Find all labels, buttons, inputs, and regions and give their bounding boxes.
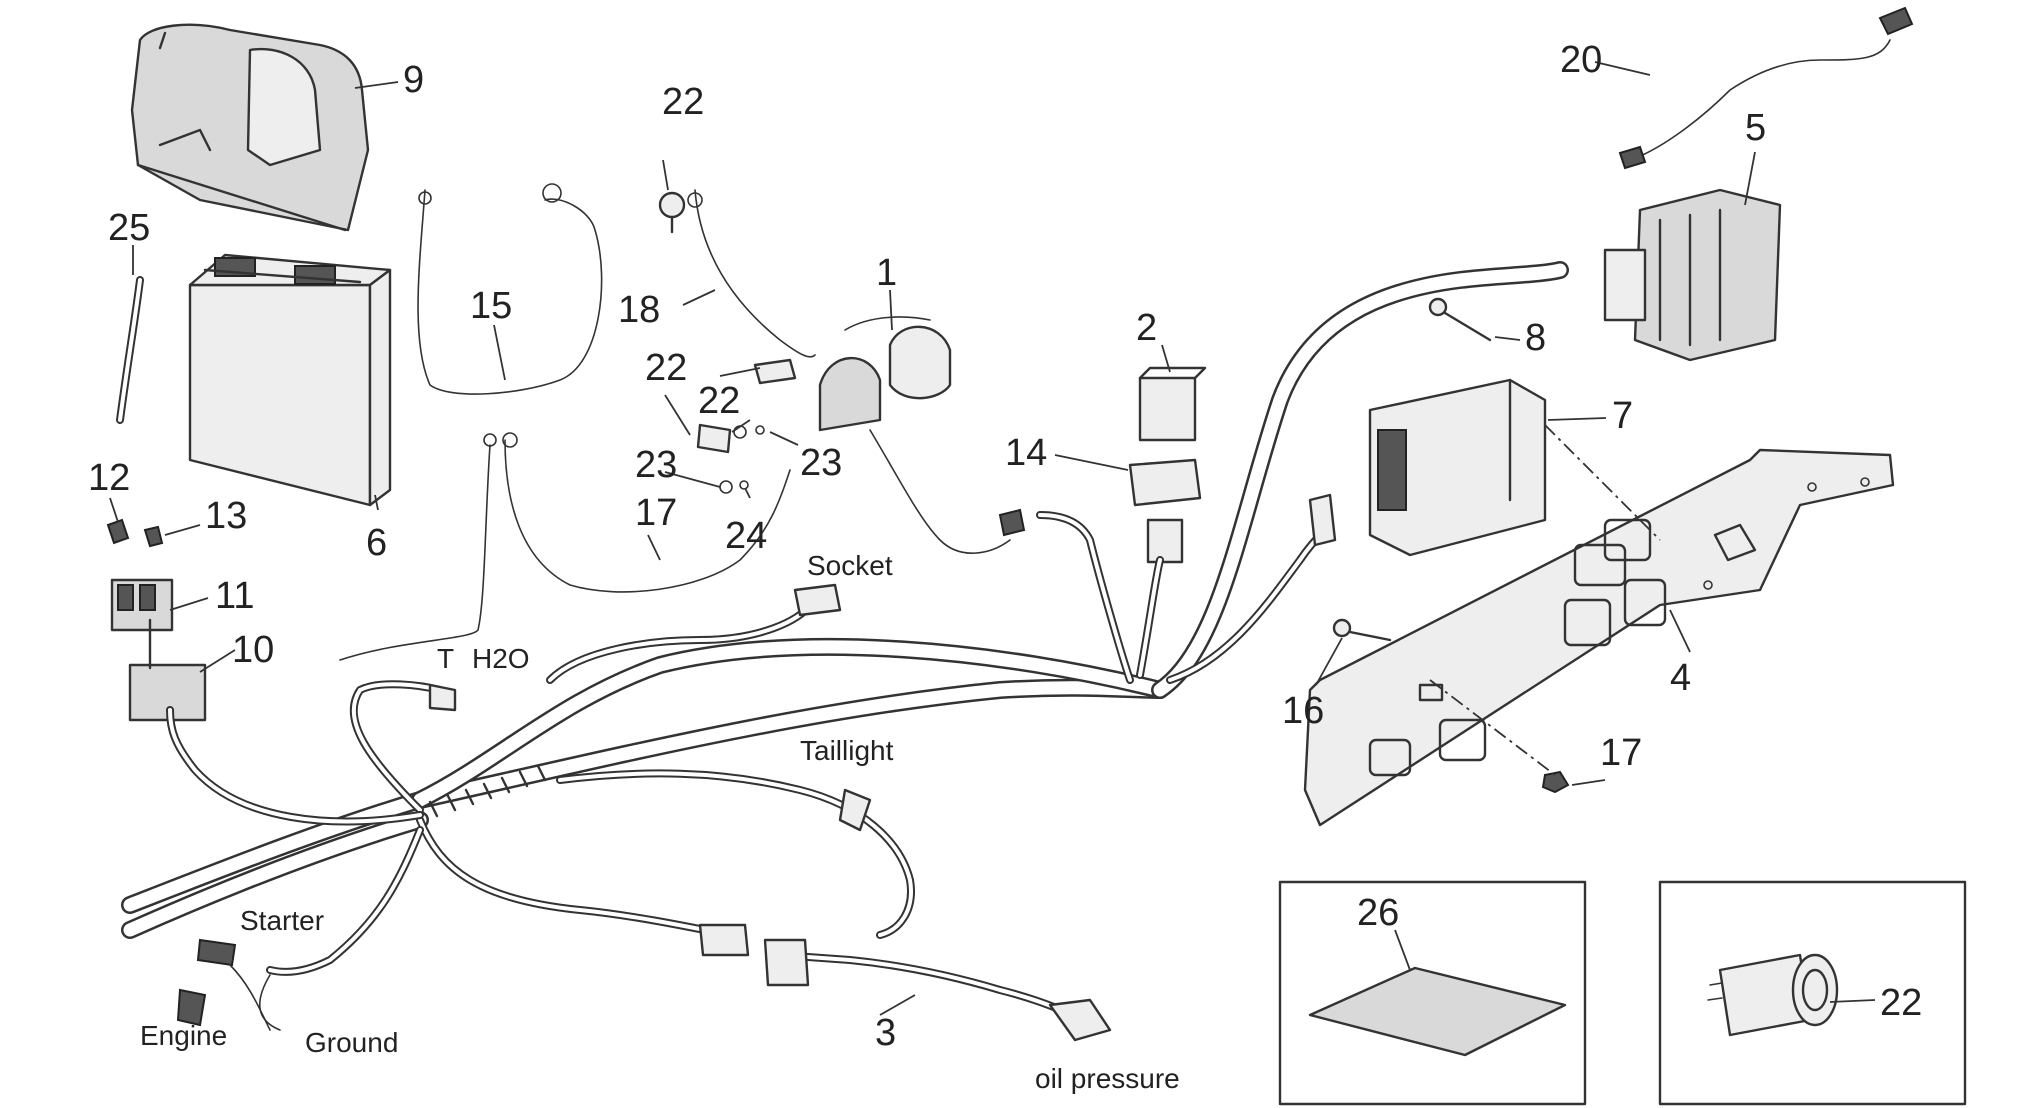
leader-lines (109, 61, 1876, 1016)
label-22-mid: 22 (645, 347, 687, 389)
inset-panel-26 (1278, 880, 1587, 1106)
label-24-bottom: 24 (725, 515, 767, 557)
label-2: 2 (1136, 307, 1157, 349)
fuse-holder-part (110, 578, 207, 722)
label-4: 4 (1670, 657, 1691, 699)
starter-relay-part (818, 316, 1011, 554)
label-3: 3 (875, 1012, 896, 1054)
label-16: 16 (1282, 690, 1324, 732)
fuse-parts (106, 518, 164, 548)
label-11: 11 (215, 575, 254, 617)
label-18: 18 (618, 289, 660, 331)
sensor-cable-part (1618, 6, 1914, 170)
label-10: 10 (232, 629, 274, 671)
label-13: 13 (205, 495, 247, 537)
battery-part (188, 253, 392, 507)
label-1: 1 (876, 252, 897, 294)
control-unit-part (1368, 378, 1547, 557)
battery-cables (339, 183, 816, 661)
label-14: 14 (1005, 432, 1047, 474)
label-22-inset: 22 (1880, 982, 1922, 1024)
alignment-line (1544, 424, 1661, 541)
socket-label: Socket (807, 550, 893, 581)
label-23-top: 22 (698, 380, 740, 422)
fastener-parts (1332, 618, 1570, 794)
label-6: 6 (366, 522, 387, 564)
label-19: 17 (635, 492, 677, 534)
label-25: 25 (108, 207, 150, 249)
label-26: 26 (1357, 892, 1399, 934)
label-15: 15 (470, 285, 512, 327)
inset-panel-22 (1658, 880, 1967, 1106)
label-7: 7 (1612, 395, 1633, 437)
oil-pressure-label: oil pressure (1035, 1063, 1180, 1094)
starter-label: Starter (240, 905, 324, 936)
label-9: 9 (403, 59, 424, 101)
screw-part (1428, 297, 1492, 342)
label-12: 12 (88, 457, 130, 499)
t-label: T (437, 643, 454, 674)
harness-connectors (176, 493, 1337, 1042)
label-22-top: 22 (662, 81, 704, 123)
h2o-label: H2O (472, 643, 530, 674)
label-20: 20 (1560, 39, 1602, 81)
bolt-parts (658, 191, 797, 494)
label-17: 17 (1600, 732, 1642, 774)
taillight-label: Taillight (800, 735, 894, 766)
voltage-regulator-part (1603, 188, 1782, 362)
ground-label: Ground (305, 1027, 398, 1058)
main-wiring-harness (121, 261, 1569, 1019)
engine-label: Engine (140, 1020, 227, 1051)
battery-cover-part (130, 23, 370, 232)
label-5: 5 (1745, 107, 1766, 149)
label-24-top: 23 (800, 442, 842, 484)
label-8: 8 (1525, 317, 1546, 359)
label-23-bottom: 23 (635, 444, 677, 486)
mounting-bracket-part (1303, 448, 1895, 827)
relay-part (1128, 366, 1207, 564)
